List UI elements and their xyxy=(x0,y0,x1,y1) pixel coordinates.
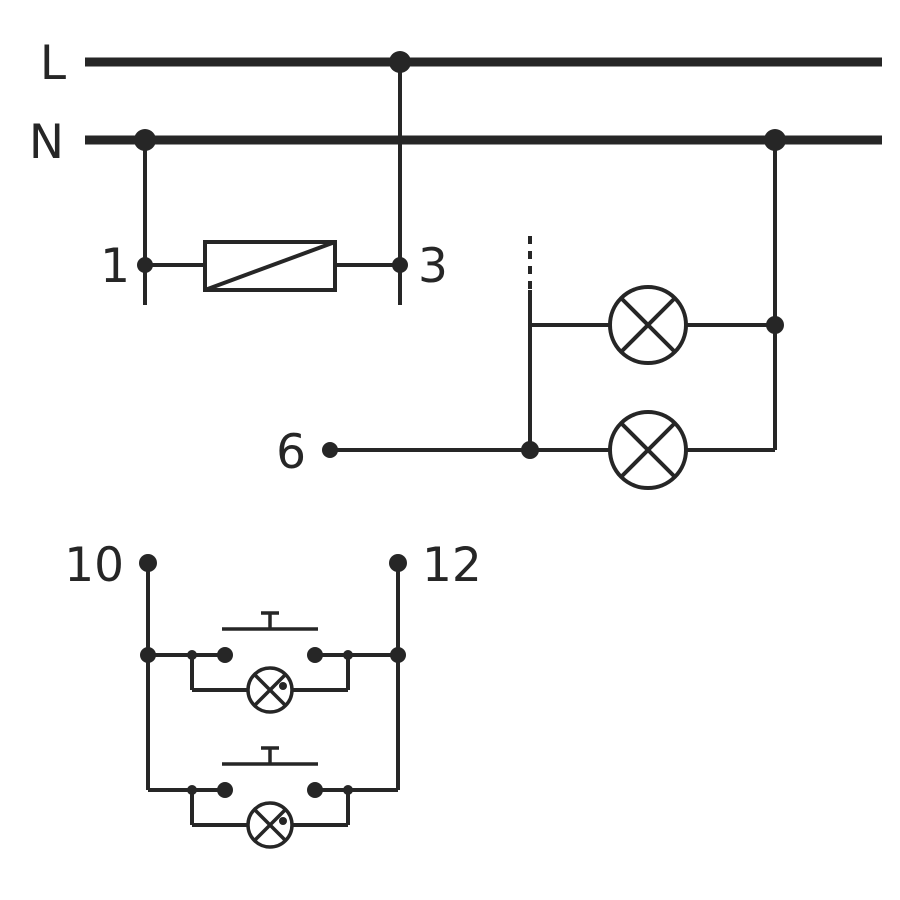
indicator-lamp-1-inner-dot xyxy=(279,682,287,690)
indicator-lamp-1-cross-b xyxy=(252,672,288,708)
label-terminal-10: 10 xyxy=(64,538,124,593)
terminal-6-dot xyxy=(322,442,338,458)
label-neutral: N xyxy=(29,115,64,170)
terminal-12-dot xyxy=(389,554,407,572)
button-2-contact-right xyxy=(307,782,323,798)
junction-dot-button-1-left xyxy=(140,647,156,663)
junction-dot-n-right xyxy=(764,129,786,151)
button-1-contact-left xyxy=(217,647,233,663)
junction-dot-n-left xyxy=(134,129,156,151)
lamp-1-cross-b xyxy=(619,296,677,354)
terminal-1-dot xyxy=(137,257,153,273)
label-terminal-12: 12 xyxy=(422,538,482,593)
terminal-10-dot xyxy=(139,554,157,572)
label-terminal-6: 6 xyxy=(276,425,306,480)
button-1-contact-right xyxy=(307,647,323,663)
indicator-1-tap-dot-right xyxy=(343,650,353,660)
junction-dot-button-1-right xyxy=(390,647,406,663)
diagram-dots xyxy=(134,51,786,825)
indicator-2-tap-dot-left xyxy=(187,785,197,795)
label-terminal-1: 1 xyxy=(100,239,130,294)
indicator-lamp-2-icon xyxy=(246,801,294,849)
diagram-wires xyxy=(85,57,882,849)
indicator-1-tap-dot-left xyxy=(187,650,197,660)
indicator-lamp-2-cross-b xyxy=(252,807,288,843)
indicator-2-tap-dot-right xyxy=(343,785,353,795)
junction-dot-lamp-branch xyxy=(521,441,539,459)
indicator-lamp-2-inner-dot xyxy=(279,817,287,825)
label-line: L xyxy=(40,36,66,91)
junction-dot-lamp-1 xyxy=(766,316,784,334)
label-terminal-3: 3 xyxy=(418,239,448,294)
button-2-contact-left xyxy=(217,782,233,798)
relay-coil-diagonal xyxy=(204,240,336,292)
lamp-2-cross-b xyxy=(619,421,677,479)
indicator-lamp-1-icon xyxy=(246,666,294,714)
junction-dot-l xyxy=(389,51,411,73)
diagram-labels: L N 1 3 6 10 12 xyxy=(29,36,482,593)
terminal-3-dot xyxy=(392,257,408,273)
